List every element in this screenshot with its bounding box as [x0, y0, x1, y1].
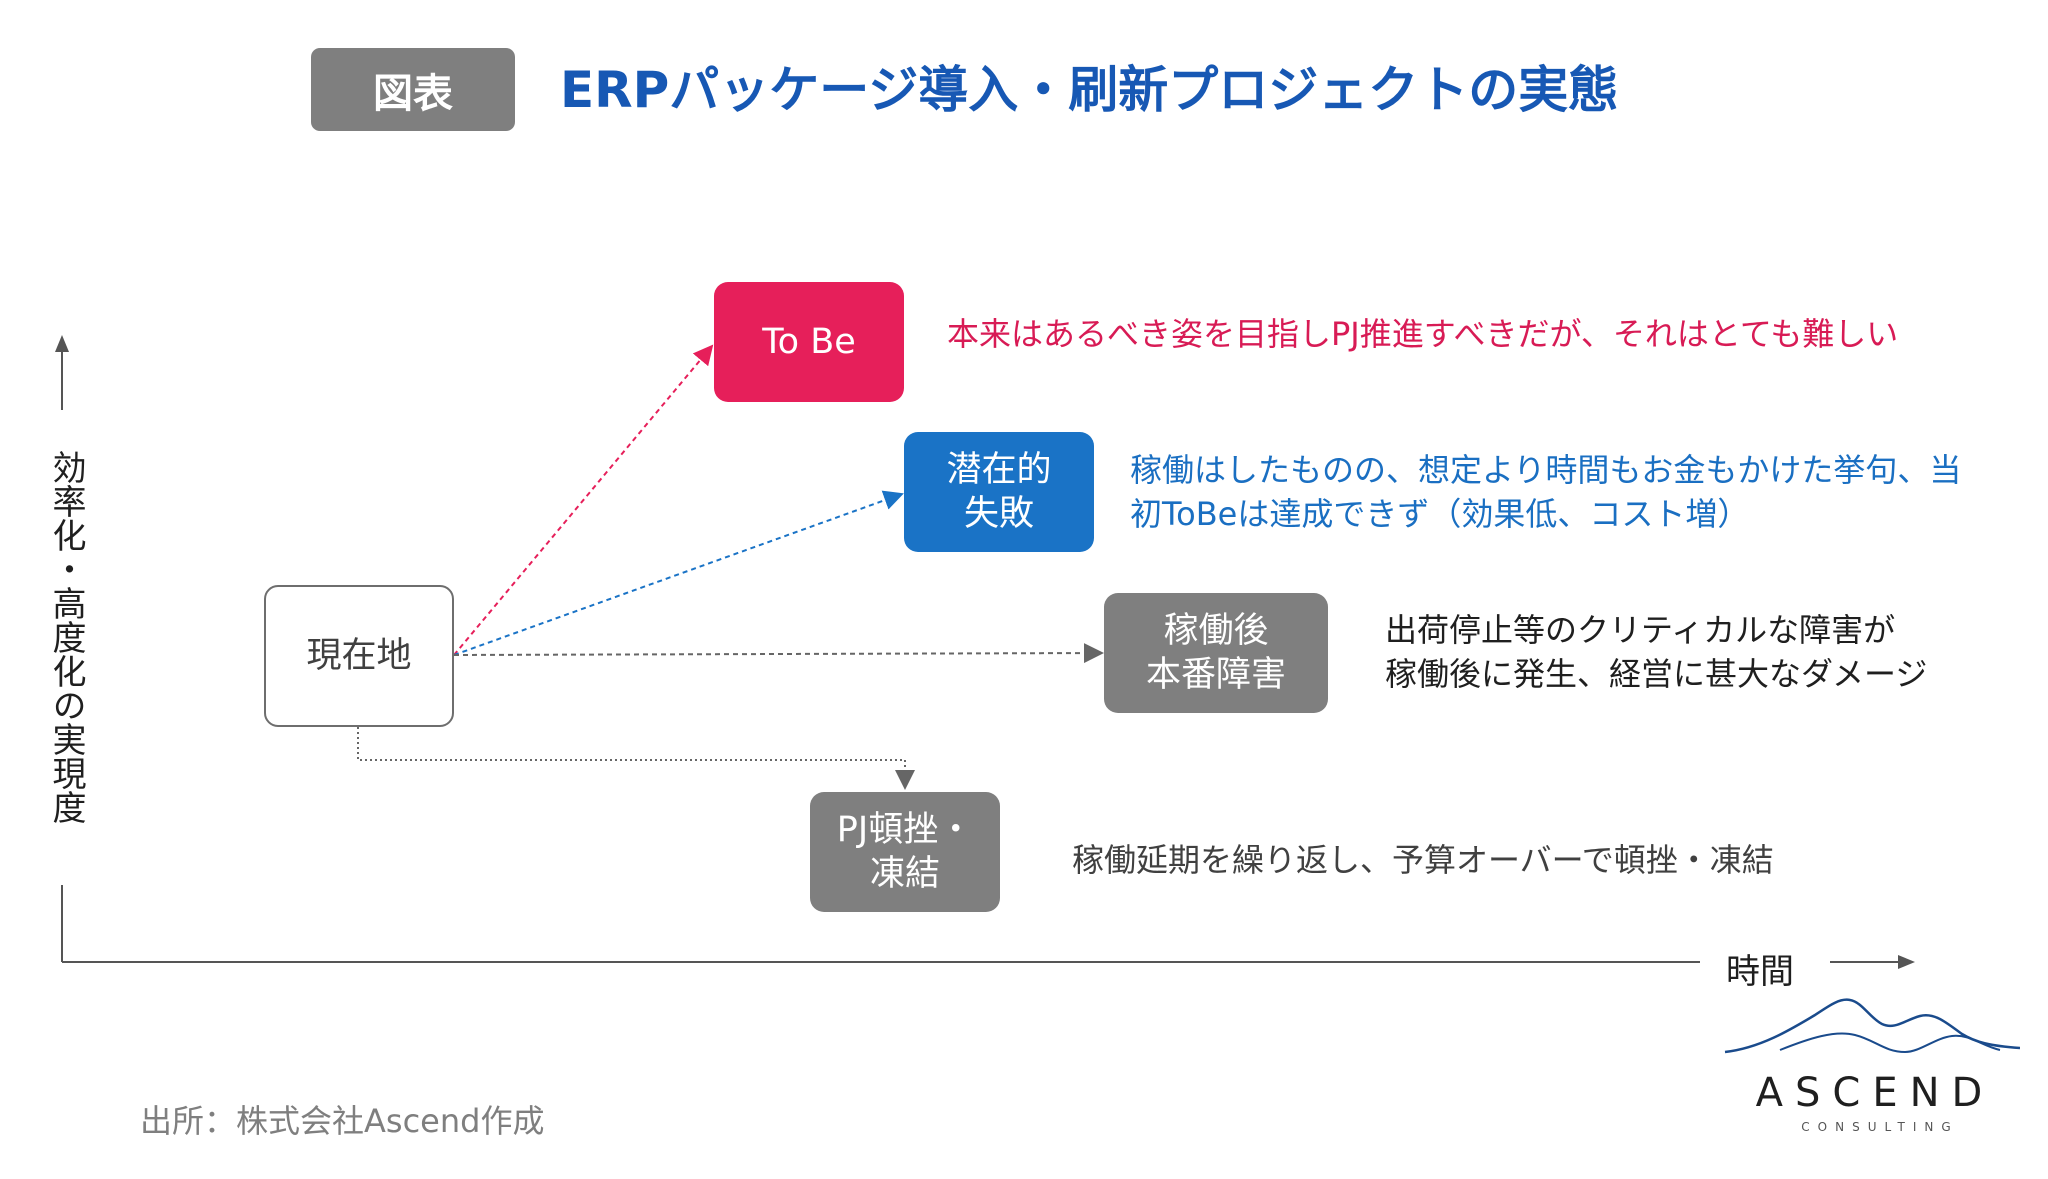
node-current-position: 現在地 — [264, 585, 454, 727]
node-tobe: To Be — [714, 282, 904, 402]
arrow-to-tobe — [453, 344, 714, 656]
y-axis-label: 効率化・高度化の実現度 — [46, 450, 86, 824]
node-post-launch-failure: 稼働後 本番障害 — [1104, 593, 1328, 713]
figure-tag: 図表 — [311, 48, 515, 131]
arrow-to-latent-failure — [453, 490, 904, 656]
description-post-launch-failure: 出荷停止等のクリティカルな障害が 稼働後に発生、経営に甚大なダメージ — [1385, 611, 1928, 693]
source-note: 出所：株式会社Ascend作成 — [140, 1102, 545, 1140]
mountain-logo-icon — [1724, 998, 2020, 1054]
description-latent-failure: 稼働はしたものの、想定より時間もお金もかけた挙句、当 初ToBeは達成できず（効… — [1130, 451, 1962, 533]
x-axis-label: 時間 — [1726, 952, 1794, 992]
y-axis — [55, 335, 69, 962]
description-pj-stall: 稼働延期を繰り返し、予算オーバーで頓挫・凍結 — [1072, 841, 1774, 879]
node-latent-failure: 潜在的 失敗 — [904, 432, 1094, 552]
page-title: ERPパッケージ導入・刷新プロジェクトの実態 — [560, 61, 1619, 119]
arrow-to-post-launch-failure — [453, 643, 1104, 664]
x-axis-arrowhead — [1898, 955, 1915, 969]
node-pj-stall: PJ頓挫・ 凍結 — [810, 792, 1000, 912]
arrow-to-pj-stall — [357, 727, 915, 790]
x-axis — [62, 955, 1915, 969]
logo-subtitle: CONSULTING — [1801, 1120, 1959, 1134]
description-tobe: 本来はあるべき姿を目指しPJ推進すべきだが、それはとても難しい — [947, 315, 1899, 353]
logo-wordmark: ASCEND — [1755, 1070, 1995, 1116]
y-axis-arrowhead — [55, 335, 69, 352]
